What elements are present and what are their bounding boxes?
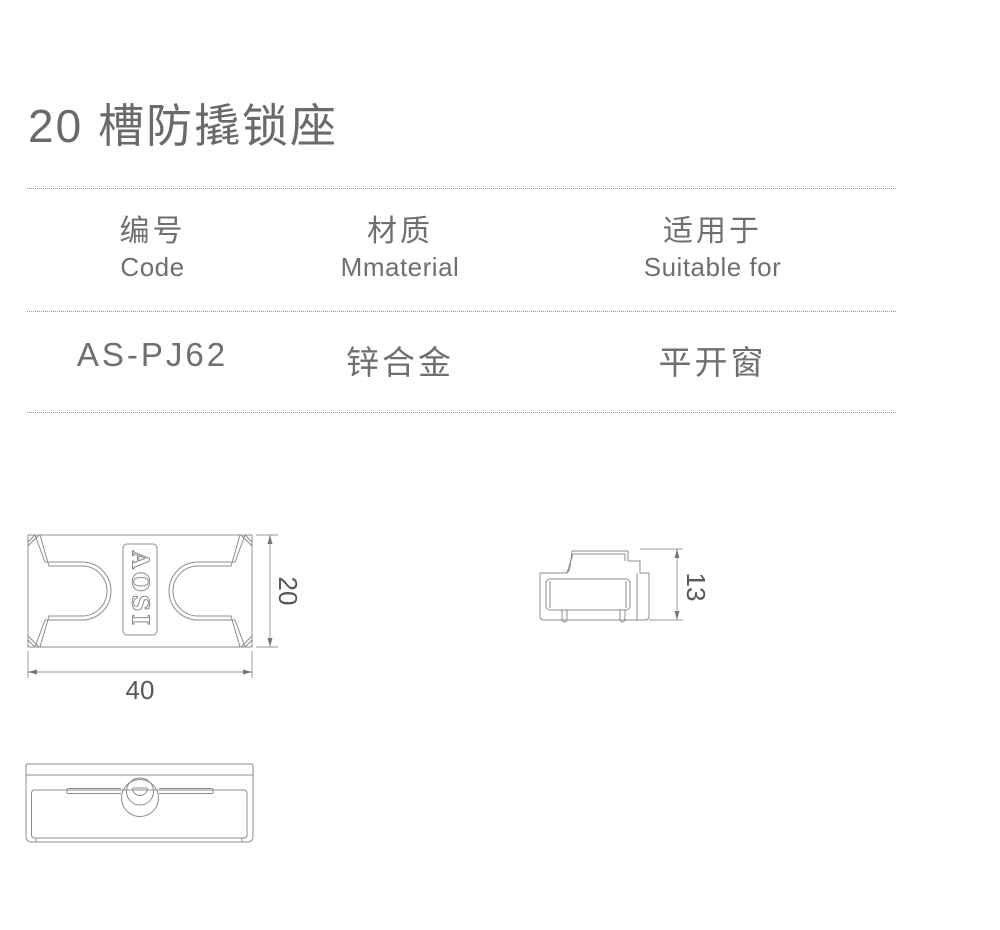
header-suitable-zh: 适用于 <box>663 215 762 248</box>
header-material-en: Mmaterial <box>340 252 460 282</box>
cell-material: 锌合金 <box>346 344 454 381</box>
dimension-side-height-label: 13 <box>681 573 711 602</box>
cell-suitable-for: 平开窗 <box>658 344 767 381</box>
divider-header <box>27 311 896 312</box>
brand-engraving-text: AOSI <box>127 550 154 628</box>
header-material-zh: 材质 <box>367 215 433 248</box>
header-code-zh: 编号 <box>119 215 186 248</box>
dimension-height-label: 20 <box>273 577 303 606</box>
page-title: 20 槽防撬锁座 <box>28 100 338 152</box>
side-view-drawing: 13 <box>539 548 711 623</box>
header-code-en: Code <box>120 252 185 282</box>
divider-top <box>27 188 896 189</box>
dimension-width-label: 40 <box>126 675 155 705</box>
bottom-view-drawing <box>25 763 254 843</box>
cell-code: AS-PJ62 <box>76 336 229 373</box>
front-view-drawing: AOSI 20 40 <box>27 534 303 705</box>
header-suitable-en: Suitable for <box>643 252 782 282</box>
divider-bottom <box>27 412 896 413</box>
